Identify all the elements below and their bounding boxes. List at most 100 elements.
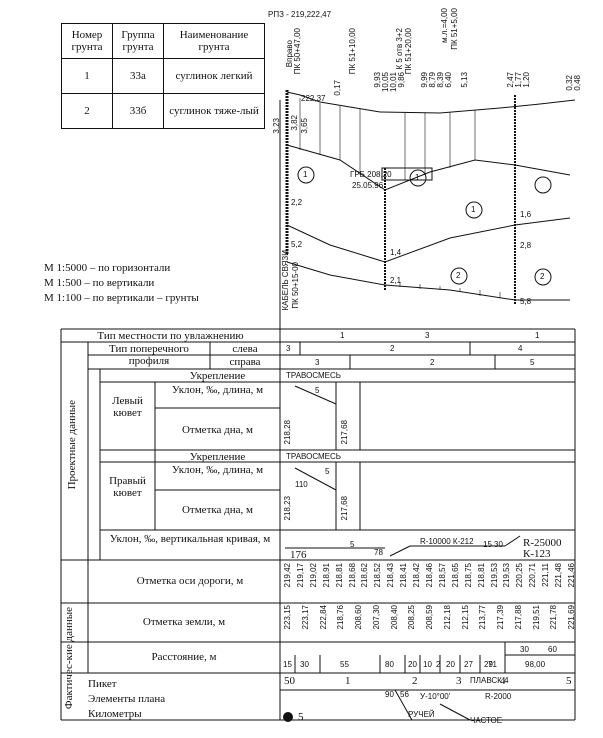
soil-marker-5: 2	[540, 272, 545, 281]
curve-slope: 5	[350, 540, 355, 549]
picket-3: 3	[456, 675, 462, 687]
ground-mark-value: 208,60	[354, 605, 363, 630]
axis-mark-value: 218,81	[334, 563, 344, 588]
axis-mark-value: 218,91	[321, 563, 331, 588]
depth-7: 2,1	[390, 276, 402, 285]
soil-marker-3: 1	[471, 205, 476, 214]
ground-mark-value: 212,15	[460, 605, 470, 630]
row-cross-profile: Тип поперечного профиля	[109, 343, 189, 367]
axis-mark-value: 221,11	[541, 563, 551, 587]
dist-2: 30	[300, 660, 309, 669]
ground-mark-value: 212,18	[442, 605, 452, 630]
plan-plavsk: ПЛАВСК 4	[470, 676, 509, 685]
terrain-2: 3	[425, 331, 430, 340]
dist-5: 20	[408, 660, 417, 669]
plan-elements-label: Элементы плана	[88, 693, 166, 705]
soil-header-num: Номер грунта	[61, 23, 113, 59]
dist-10: 29	[484, 660, 493, 669]
axis-mark-value: 218,75	[463, 563, 473, 588]
depth-8: 1,6	[520, 210, 532, 219]
bottom-left-2: 217,68	[340, 420, 349, 445]
left-bottom: Отметка дна, м	[181, 424, 254, 436]
curve-r2: R-25000	[523, 537, 562, 549]
axis-mark-value: 218,57	[437, 563, 447, 588]
col-val-9: 6,40	[444, 72, 453, 88]
scale-soil: М 1:100 – по вертикали – грунты	[44, 292, 199, 304]
soil-row1-num: 1	[61, 58, 113, 94]
cross-right-2: 2	[430, 358, 435, 367]
plan-90: 90	[385, 690, 394, 699]
dist-6: 10	[423, 660, 432, 669]
curve-r: R-10000 К-212	[420, 537, 474, 546]
dist-12: 30	[520, 645, 529, 654]
km-value: 5	[298, 711, 304, 723]
bottom-left-1: 218,28	[283, 420, 292, 445]
dist-11: 71	[488, 660, 497, 669]
ground-mark-value: 221,78	[549, 605, 559, 630]
ground-mark-value: 208,59	[425, 605, 434, 630]
soil-marker-4: 2	[456, 271, 461, 280]
cross-left-3: 4	[518, 344, 523, 353]
depth-5: 5,2	[291, 240, 303, 249]
slope-right: 5	[325, 467, 330, 476]
ground-mark-value: 223,17	[300, 605, 310, 630]
cable-label: КАБЕЛЬ СВЯЗИ	[281, 250, 290, 311]
depth-2: 3,82	[290, 115, 299, 131]
axis-mark-value: 218,46	[425, 563, 434, 588]
ground-mark-value: 223,15	[283, 605, 292, 630]
cross-left-2: 2	[390, 344, 395, 353]
benchmark: ГРБ 208,20	[350, 170, 392, 179]
pk-label-5: м.л.=4,00	[440, 8, 449, 43]
pk-label-3: К 5 отв 3+2	[395, 28, 404, 70]
soil-header-group: Группа грунта	[112, 23, 164, 59]
picket-50: 50	[284, 675, 295, 687]
right-reinforcement: Укрепление	[189, 451, 246, 463]
terrain-1: 1	[340, 331, 345, 340]
axis-mark-value: 218,42	[412, 563, 422, 588]
right-bottom: Отметка дна, м	[181, 504, 254, 516]
col-val-13: 1,20	[522, 72, 531, 88]
row-right: справа	[229, 356, 261, 368]
dist-13: 60	[548, 645, 557, 654]
picket-label: Пикет	[88, 678, 117, 690]
cable-pk: ПК 50+15-00	[291, 262, 300, 309]
axis-mark-value: 218,81	[476, 563, 486, 588]
ground-mark-value: 207,30	[371, 605, 381, 630]
vertical-curve-label: Уклон, ‰, вертикальная кривая, м	[109, 533, 271, 545]
axis-mark-value: 221,48	[554, 563, 564, 588]
slope-left: 5	[315, 386, 320, 395]
ground-mark-value: 219,51	[531, 605, 541, 630]
dist-7: 2	[436, 660, 441, 669]
reinf-right: ТРАВОСМЕСЬ	[286, 452, 342, 461]
design-data-label: Проектные данные	[66, 400, 78, 490]
dist-4: 80	[385, 660, 394, 669]
ground-mark-value: 208,25	[407, 605, 417, 630]
ground-mark-value: 213,77	[478, 605, 488, 630]
soil-row1-name: суглинок легкий	[163, 58, 265, 94]
dist-14: 98,00	[525, 660, 546, 669]
axis-mark-value: 218,62	[360, 563, 370, 588]
axis-mark-value: 219,02	[308, 563, 318, 588]
soil-header-name: Наименование грунта	[163, 23, 265, 59]
axis-mark-value: 219,42	[283, 563, 292, 588]
cross-left-1: 3	[286, 344, 291, 353]
curve-30: 30	[494, 540, 503, 549]
axis-mark-value: 218,52	[373, 563, 383, 588]
cross-right-1: 3	[315, 358, 320, 367]
right-slope: Уклон, ‰, длина, м	[171, 464, 264, 476]
plan-radius: R-2000	[485, 692, 512, 701]
ground-mark-value: 217,39	[496, 605, 505, 630]
soil-table: Номер грунта Группа грунта Наименование …	[61, 23, 265, 129]
col-val-15: 0,48	[573, 75, 582, 91]
depth-9: 2,8	[520, 241, 532, 250]
curve-k2: К-123	[523, 548, 551, 560]
axis-mark-value: 219,53	[502, 563, 512, 588]
col-val-5: 9,86	[397, 72, 406, 88]
dist-9: 27	[464, 660, 473, 669]
dist-3: 55	[340, 660, 349, 669]
pk-label-2: ПК 51+10,00	[348, 28, 357, 75]
pk-label-1: ПК 50+47,00	[293, 28, 302, 75]
curve-len: 176	[290, 549, 307, 561]
picket-1: 1	[345, 675, 351, 687]
plan-56: 56	[400, 690, 409, 699]
